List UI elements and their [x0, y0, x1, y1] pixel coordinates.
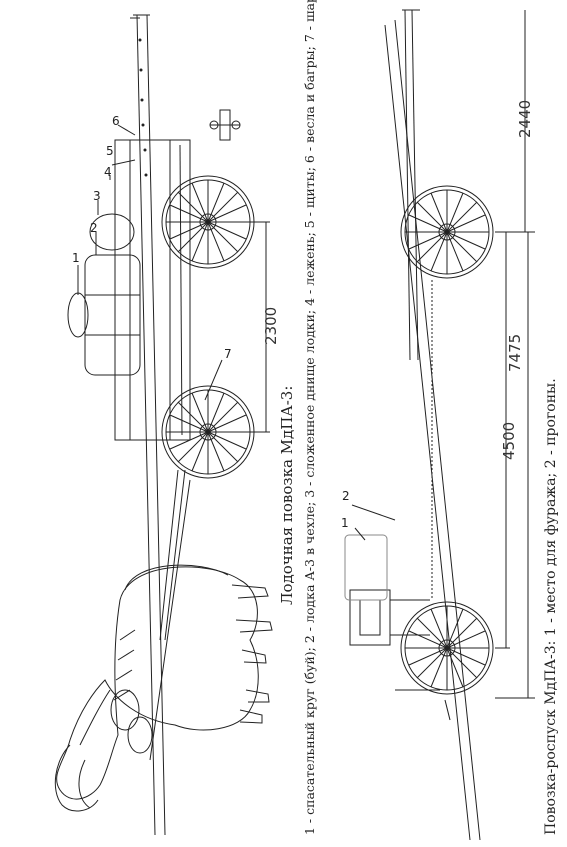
top-figure-caption-title: Лодочная повозка МдПА-3:: [278, 385, 296, 605]
callout-5: 5: [106, 144, 114, 158]
team-top-view-miniature: [210, 110, 240, 140]
trailer-front-wheel: [401, 602, 493, 694]
callout-2: 2: [90, 221, 98, 235]
top-callout-numbers: 1 2 3 4 5 6 7: [72, 114, 232, 361]
pole-holes: [138, 38, 148, 177]
trailer-rear-wheel: [401, 186, 493, 278]
front-wheel: [162, 176, 254, 268]
bottom-dimension-lines: [495, 10, 535, 698]
dimension-7475: 7475: [506, 334, 524, 372]
callout-3: 3: [93, 189, 101, 203]
boat-in-cover: [85, 255, 140, 375]
dimension-4500: 4500: [500, 422, 518, 460]
callout-bottom-1: 1: [341, 516, 349, 530]
rear-wheel: [162, 386, 254, 478]
folded-boat-bottom: [90, 214, 134, 250]
callout-1: 1: [72, 251, 80, 265]
callout-6: 6: [112, 114, 120, 128]
top-callout-leaders: [78, 125, 222, 400]
callout-4: 4: [104, 165, 112, 179]
forage-place: [345, 535, 387, 600]
callout-bottom-2: 2: [342, 489, 350, 503]
bottom-figure-caption: Повозка-роспуск МдПА-3: 1 - место для фу…: [543, 378, 559, 835]
dimension-2300: 2300: [262, 307, 280, 345]
horses-drawing: [55, 565, 272, 811]
boat-wagon-drawing: [55, 15, 272, 835]
trailer-wagon-drawing: [345, 10, 535, 840]
callout-7: 7: [224, 347, 232, 361]
top-figure-caption-legend: 1 - спасательный круг (буй); 2 - лодка А…: [302, 0, 317, 835]
dimension-2440: 2440: [516, 100, 534, 138]
